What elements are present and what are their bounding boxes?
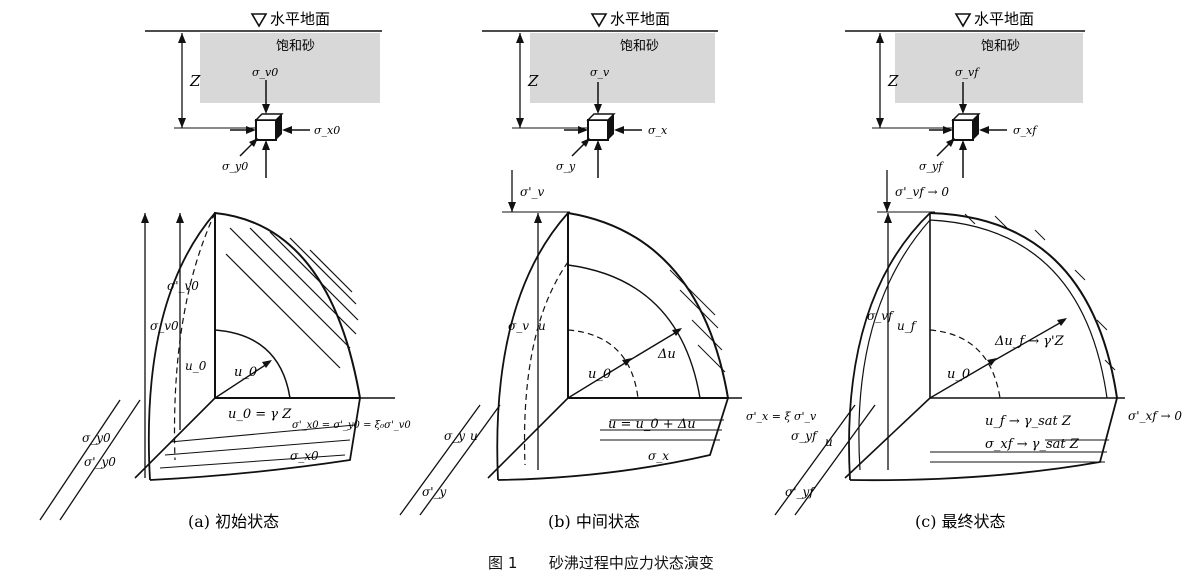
center-label-initial-pore: u_0 [588, 367, 611, 382]
element-horizontal-stress-label: σ_x0 [314, 124, 340, 137]
ground-label: 水平地面 [974, 10, 1034, 28]
stress-body-3d: σ'_v0 σ_v0 u_0 u_0 u_0 = γ Z σ'_x0 = σ'_… [39, 211, 411, 521]
bottom-label-pore: u_0 = γ Z [228, 407, 292, 422]
element-lateral-stress-label: σ_y [556, 160, 576, 173]
ground-marker-icon [590, 13, 608, 28]
front-label-total: σ_yf [791, 429, 819, 443]
depth-label: Z [887, 72, 899, 90]
depth-label: Z [527, 72, 539, 90]
depth-dimension: Z [872, 33, 955, 129]
front-label-pore: u [825, 435, 833, 449]
soil-element: σ_v σ_x σ_y [556, 66, 668, 178]
top-effective-stress: σ'_vf → 0 [877, 170, 949, 213]
front-label-effective: σ'_y [422, 485, 446, 499]
soil-element: σ_vf σ_xf σ_yf [919, 66, 1038, 178]
panel-intermediate-state: 水平地面 饱和砂 Z σ_v σ_x σ_y [399, 10, 817, 531]
center-label-pore: u_0 [234, 365, 257, 380]
element-lateral-stress-label: σ_yf [919, 160, 944, 173]
bottom-label-horizontal: σ_x [648, 449, 669, 463]
soil-label: 饱和砂 [981, 39, 1020, 54]
bottom-label-pore: u = u_0 + Δu [608, 417, 696, 432]
element-lateral-stress-label: σ_y0 [222, 160, 248, 173]
side-label-pore: u [538, 319, 546, 333]
bottom-label-horizontal: σ_x0 [290, 449, 319, 463]
panel-caption: (c) 最终状态 [915, 512, 1006, 531]
ground-surface: 水平地面 饱和砂 [145, 10, 382, 103]
bottom-label-pore: u_f → γ_sat Z [985, 414, 1072, 429]
element-vertical-stress-label: σ_v [590, 66, 610, 79]
bottom-label-effective: σ'_x0 = σ'_y0 = ξ₀σ'_v0 [292, 420, 411, 431]
depth-label: Z [189, 72, 201, 90]
ground-surface: 水平地面 饱和砂 [845, 10, 1085, 103]
soil-label: 饱和砂 [276, 39, 315, 54]
figure-title: 砂沸过程中应力状态演变 [548, 554, 714, 572]
front-label-total: σ_y [444, 429, 465, 443]
top-label: σ'_v [520, 185, 544, 199]
element-horizontal-stress-label: σ_xf [1013, 124, 1038, 137]
bottom-label-horizontal: σ_xf → γ_sat Z [985, 437, 1080, 452]
panel-initial-state: 水平地面 饱和砂 Z σ_v0 σ_x0 [39, 10, 411, 531]
front-label-effective: σ'_y0 [84, 455, 116, 469]
soil-label: 饱和砂 [620, 39, 659, 54]
ground-surface: 水平地面 饱和砂 [482, 10, 718, 103]
depth-dimension: Z [174, 33, 258, 129]
panel-caption: (b) 中间状态 [548, 512, 640, 531]
element-vertical-stress-label: σ_v0 [252, 66, 278, 79]
side-label-total: σ_v [508, 319, 529, 333]
top-label: σ'_vf → 0 [895, 185, 949, 199]
ground-label: 水平地面 [610, 10, 670, 28]
element-vertical-stress-label: σ_vf [955, 66, 980, 79]
figure-caption: 图 1 砂沸过程中应力状态演变 [0, 552, 1202, 573]
ground-marker-icon [954, 13, 972, 28]
stress-body-3d: σ_v u u_0 Δu u = u_0 + Δu σ_x σ_y u σ'_y [399, 211, 742, 516]
top-effective-stress: σ'_v [502, 170, 570, 213]
figure-number: 图 1 [488, 554, 518, 572]
center-label-excess-pore: Δu [657, 347, 676, 362]
center-label-excess-pore: Δu_f → γ'Z [994, 334, 1065, 349]
ground-marker-icon [250, 13, 268, 28]
front-label-pore: u [470, 429, 478, 443]
element-horizontal-stress-label: σ_x [648, 124, 668, 137]
side-label-pore: u_f [897, 319, 918, 333]
right-label: σ'_x = ξ σ'_v [746, 410, 817, 423]
side-label-pore: u_0 [185, 359, 207, 373]
side-label-total: σ_v0 [150, 319, 179, 333]
panel-final-state: 水平地面 饱和砂 Z σ_vf σ_xf σ_yf [774, 10, 1182, 531]
panel-caption: (a) 初始状态 [188, 512, 279, 531]
ground-label: 水平地面 [270, 10, 330, 28]
front-label-total: σ_y0 [82, 431, 111, 445]
right-label: σ'_xf → 0 [1128, 409, 1182, 423]
center-label-initial-pore: u_0 [947, 367, 970, 382]
side-label-effective: σ'_v0 [167, 279, 199, 293]
soil-element: σ_v0 σ_x0 σ_y0 [222, 66, 340, 178]
stress-body-3d: σ_vf u_f u_0 Δu_f → γ'Z u_f → γ_sat Z σ_… [774, 212, 1125, 516]
front-label-effective: σ'_yf [785, 485, 816, 499]
side-label-total: σ_vf [867, 309, 895, 323]
depth-dimension: Z [512, 33, 590, 129]
